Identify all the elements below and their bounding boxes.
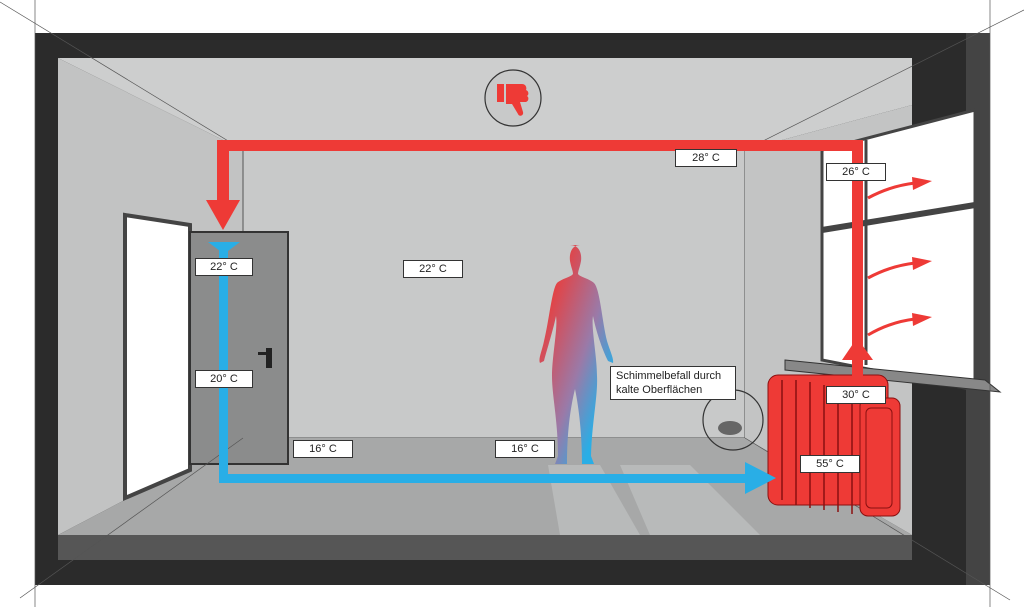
warm-airflow <box>206 140 873 390</box>
temp-label-room-center: 22° C <box>403 260 463 278</box>
temp-label-floor-left: 16° C <box>293 440 353 458</box>
temp-label-radiator: 55° C <box>800 455 860 473</box>
cold-airflow <box>208 242 776 494</box>
temp-label-window: 26° C <box>826 163 886 181</box>
mould-note-line2: kalte Oberflächen <box>616 384 703 396</box>
person-silhouette <box>539 245 614 464</box>
temp-label-door-top: 22° C <box>195 258 253 276</box>
window <box>820 108 977 392</box>
mould-note: Schimmelbefall durch kalte Oberflächen <box>610 366 736 400</box>
heat-loss-arrows <box>867 177 932 337</box>
temp-label-door-mid: 20° C <box>195 370 253 388</box>
ceiling <box>58 58 912 150</box>
temp-label-floor-center: 16° C <box>495 440 555 458</box>
mould-note-line1: Schimmelbefall durch <box>616 370 722 382</box>
thumbs-down-icon <box>484 69 542 127</box>
temp-label-above-radiator: 30° C <box>826 386 886 404</box>
temp-label-ceiling: 28° C <box>675 149 737 167</box>
door-opening <box>123 212 192 502</box>
